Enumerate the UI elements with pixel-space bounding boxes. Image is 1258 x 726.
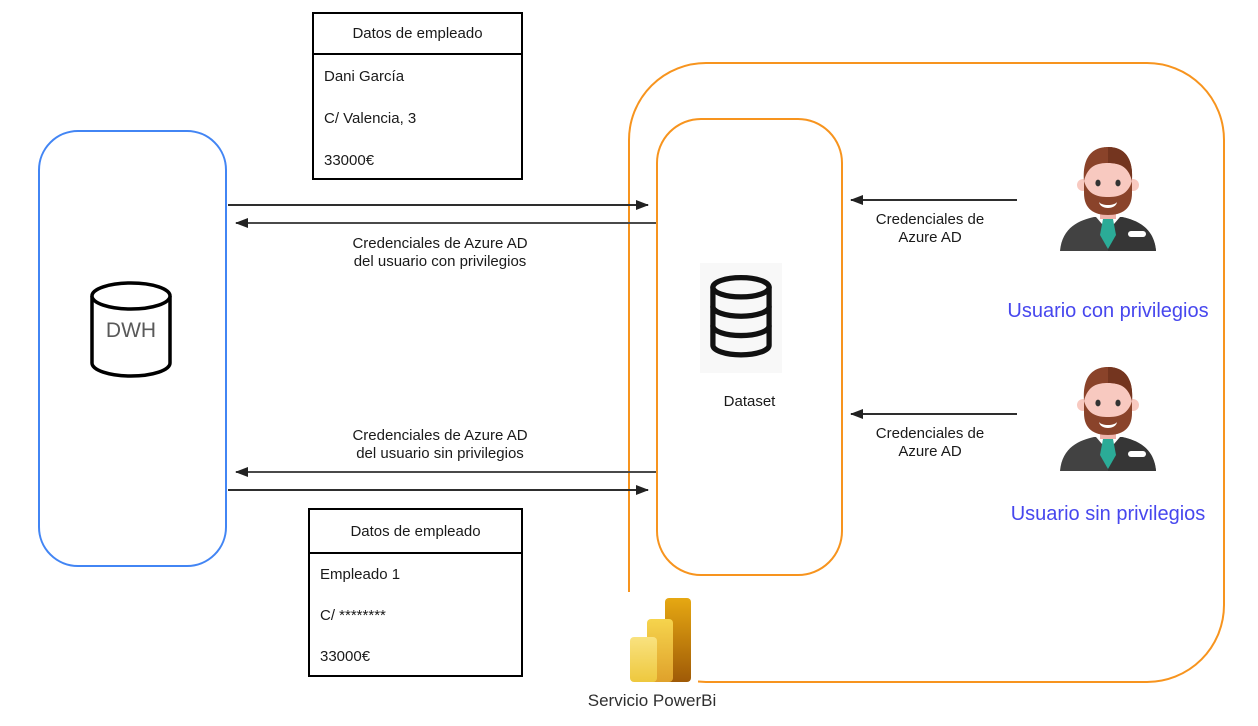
employee-card-masked: Datos de empleado Empleado 1 C/ ********… (308, 508, 523, 677)
employee-card-privileged: Datos de empleado Dani García C/ Valenci… (312, 12, 523, 180)
powerbi-logo-bar-short (630, 637, 657, 682)
employee-card-header: Datos de empleado (314, 14, 521, 55)
employee-address: C/ Valencia, 3 (324, 109, 417, 127)
employee-card-header: Datos de empleado (310, 510, 521, 554)
employee-name: Dani García (324, 67, 405, 85)
dwh-database-icon: DWH (90, 281, 172, 378)
employee-name: Empleado 1 (320, 566, 401, 583)
privileged-user-label: Usuario con privilegios (1007, 300, 1209, 322)
azure-ad-credentials-label-bottom: Credenciales de Azure AD (875, 425, 985, 460)
azure-ad-credentials-label-top: Credenciales de Azure AD (875, 211, 985, 246)
unprivileged-user-avatar-icon (1060, 367, 1156, 471)
powerbi-logo-icon (614, 592, 698, 686)
employee-address-masked: C/ ******** (320, 607, 386, 624)
dataset-label: Dataset (723, 393, 776, 410)
dwh-label: DWH (106, 319, 156, 342)
employee-salary: 33000€ (320, 648, 371, 665)
dataset-database-icon (700, 263, 782, 373)
employee-salary: 33000€ (324, 151, 375, 169)
credentials-label-unprivileged: Credenciales de Azure AD del usuario sin… (352, 427, 528, 462)
privileged-user-avatar-icon (1060, 147, 1156, 251)
credentials-label-privileged: Credenciales de Azure AD del usuario con… (352, 235, 528, 270)
unprivileged-user-label: Usuario sin privilegios (1010, 503, 1206, 525)
powerbi-service-label: Servicio PowerBi (587, 691, 717, 710)
